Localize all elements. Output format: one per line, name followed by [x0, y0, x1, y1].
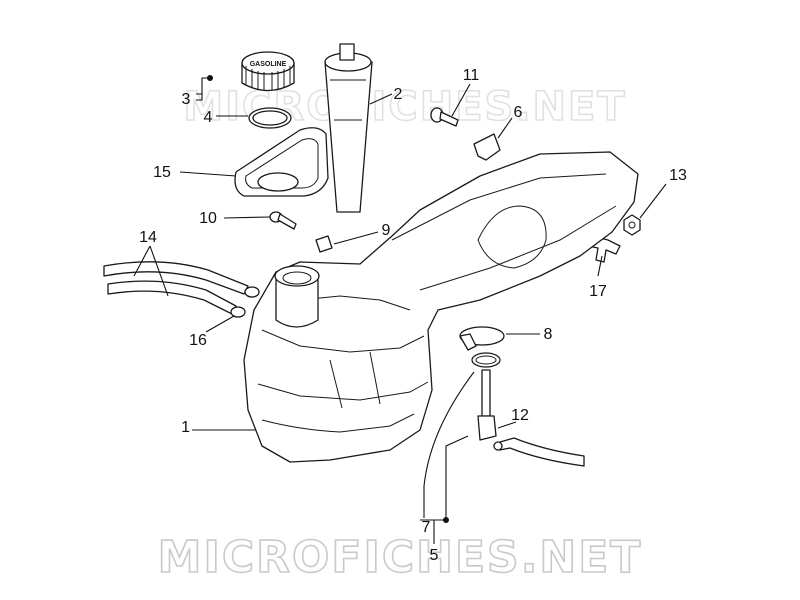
callout-1: 1	[181, 419, 190, 436]
fuel-tank	[243, 151, 639, 463]
fuel-line-12	[493, 437, 585, 467]
callout-labels: 1 2 3 4 5 6 7 8 9 10 11 12 13 14 15 16 1…	[139, 67, 687, 564]
callout-10: 10	[199, 210, 217, 227]
bolt-10	[269, 211, 297, 230]
watermark-bottom: MICROFICHES.NET	[158, 532, 643, 583]
callout-7: 7	[422, 519, 431, 536]
callout-15: 15	[153, 164, 171, 181]
nut-13	[623, 214, 641, 236]
callout-17: 17	[589, 283, 607, 300]
hose-clips	[230, 286, 260, 318]
callout-2: 2	[394, 86, 403, 103]
o-ring-cap	[248, 107, 292, 129]
callout-4: 4	[204, 109, 213, 126]
filler-neck	[274, 265, 320, 328]
bracket-6	[473, 133, 501, 161]
filler-tube	[324, 43, 373, 213]
callout-9: 9	[382, 222, 391, 239]
vent-hoses	[103, 261, 249, 315]
fuel-sender	[471, 352, 501, 441]
callout-11: 11	[463, 67, 480, 84]
callout-6: 6	[514, 104, 523, 121]
clip-9	[315, 235, 333, 253]
callout-5: 5	[430, 547, 439, 564]
callout-14: 14	[139, 229, 157, 246]
filler-tray	[234, 127, 329, 197]
callout-8: 8	[544, 326, 553, 343]
callout-13: 13	[669, 167, 687, 184]
cap-label: GASOLINE	[250, 61, 287, 68]
watermark-top: MICROFICHES.NET	[183, 84, 626, 130]
clamp-8	[459, 326, 505, 351]
callout-3: 3	[182, 91, 191, 108]
callout-12: 12	[511, 407, 529, 424]
fuel-cap: GASOLINE	[241, 51, 295, 92]
bolt-11	[430, 107, 459, 127]
callout-16: 16	[189, 332, 207, 349]
leader-lines	[133, 75, 667, 544]
